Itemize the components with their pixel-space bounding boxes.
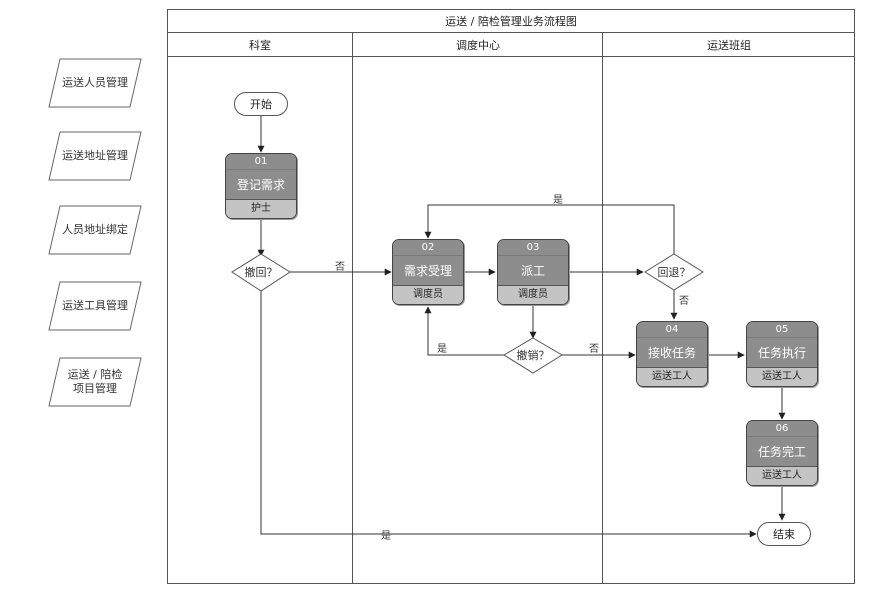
process-name: 登记需求 xyxy=(226,169,296,200)
process-dispatch[interactable]: 03 派工 调度员 xyxy=(497,239,569,305)
process-role: 运送工人 xyxy=(637,368,707,386)
menu-item-binding[interactable]: 人员地址绑定 xyxy=(48,205,142,255)
menu-item-label: 运送 / 陪检 项目管理 xyxy=(67,368,123,395)
process-register-request[interactable]: 01 登记需求 护士 xyxy=(225,153,297,219)
decision-diamond-withdraw xyxy=(231,253,291,292)
edge-label-yes: 是 xyxy=(553,195,563,206)
diagram-title: 运送 / 陪检管理业务流程图 xyxy=(167,9,855,33)
process-number: 04 xyxy=(637,322,707,337)
parallelogram-shape xyxy=(48,58,142,108)
menu-item-label: 运送地址管理 xyxy=(62,149,128,162)
process-role: 调度员 xyxy=(393,286,463,304)
start-node[interactable]: 开始 xyxy=(234,92,288,116)
lane-header-department: 科室 xyxy=(167,33,353,57)
lane-divider xyxy=(602,33,603,584)
process-number: 02 xyxy=(393,240,463,255)
process-name: 任务执行 xyxy=(747,337,817,368)
process-receive-task[interactable]: 04 接收任务 运送工人 xyxy=(636,321,708,387)
process-number: 01 xyxy=(226,154,296,169)
process-role: 护士 xyxy=(226,200,296,218)
process-number: 06 xyxy=(747,421,817,436)
parallelogram-shape xyxy=(48,205,142,255)
swimlane-frame xyxy=(167,9,855,584)
decision-diamond-rollback xyxy=(644,253,704,291)
process-complete-task[interactable]: 06 任务完工 运送工人 xyxy=(746,420,818,486)
decision-label-rollback: 回退？ xyxy=(657,266,691,279)
process-name: 接收任务 xyxy=(637,337,707,368)
decision-label-cancel: 撤销？ xyxy=(516,349,550,362)
menu-item-tools[interactable]: 运送工具管理 xyxy=(48,281,142,331)
edge-label-no: 否 xyxy=(335,262,345,273)
parallelogram-shape xyxy=(48,131,142,181)
decision-label-withdraw: 撤回？ xyxy=(244,266,278,279)
end-node[interactable]: 结束 xyxy=(757,522,811,546)
menu-item-label: 运送工具管理 xyxy=(62,299,128,312)
process-number: 05 xyxy=(747,322,817,337)
parallelogram-shape xyxy=(48,357,142,407)
menu-item-address[interactable]: 运送地址管理 xyxy=(48,131,142,181)
process-execute-task[interactable]: 05 任务执行 运送工人 xyxy=(746,321,818,387)
lane-header-dispatch: 调度中心 xyxy=(353,33,603,57)
menu-item-label: 人员地址绑定 xyxy=(62,223,128,236)
process-name: 任务完工 xyxy=(747,436,817,467)
edge-label-yes: 是 xyxy=(381,531,391,542)
menu-item-label: 运送人员管理 xyxy=(62,76,128,89)
menu-item-staff[interactable]: 运送人员管理 xyxy=(48,58,142,108)
menu-item-projects[interactable]: 运送 / 陪检 项目管理 xyxy=(48,357,142,407)
decision-diamond-cancel xyxy=(503,337,563,374)
process-role: 运送工人 xyxy=(747,368,817,386)
lane-header-transport: 运送班组 xyxy=(603,33,855,57)
process-accept-request[interactable]: 02 需求受理 调度员 xyxy=(392,239,464,305)
edge-label-no: 否 xyxy=(589,344,599,355)
edge-label-no: 否 xyxy=(679,296,689,307)
process-name: 派工 xyxy=(498,255,568,286)
process-name: 需求受理 xyxy=(393,255,463,286)
process-role: 运送工人 xyxy=(747,467,817,485)
lane-divider xyxy=(352,33,353,584)
process-number: 03 xyxy=(498,240,568,255)
process-role: 调度员 xyxy=(498,286,568,304)
parallelogram-shape xyxy=(48,281,142,331)
edge-label-yes: 是 xyxy=(437,344,447,355)
